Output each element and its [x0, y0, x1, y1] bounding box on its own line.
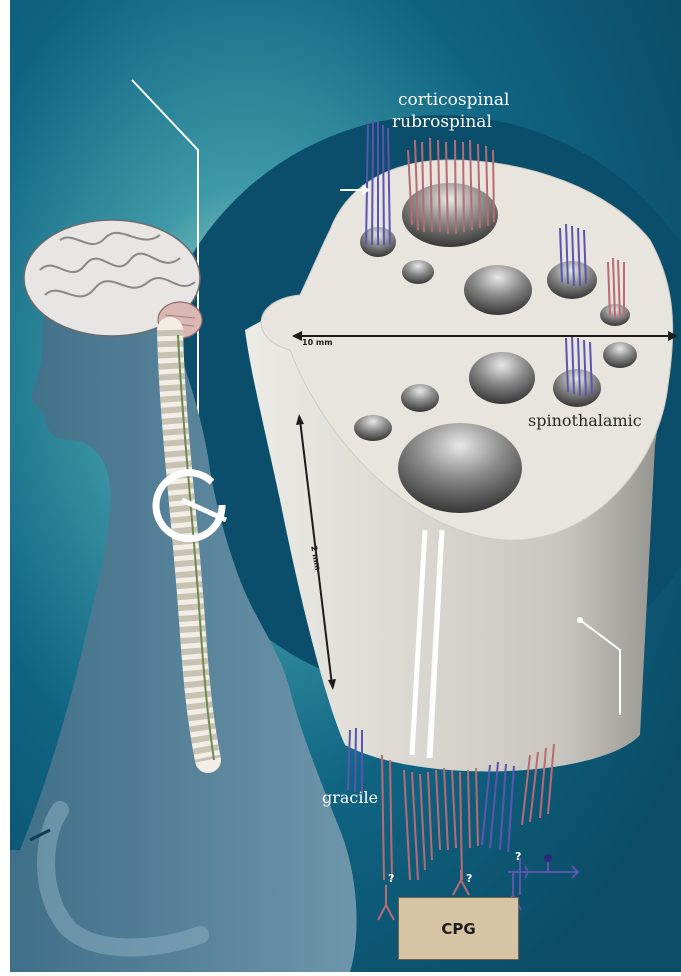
left-margin: [0, 0, 10, 972]
cpg-label: CPG: [441, 920, 475, 938]
width-scale-label: 10 mm: [302, 338, 333, 347]
question-mark-3: ?: [515, 850, 521, 863]
corticospinal-label: corticospinal: [398, 92, 509, 110]
rubrospinal-label: rubrospinal: [392, 114, 492, 132]
question-mark-2: ?: [466, 872, 472, 885]
spinothalamic-label: spinothalamic: [528, 413, 642, 430]
cpg-box: CPG: [398, 897, 519, 960]
question-mark-1: ?: [388, 872, 394, 885]
gracile-label: gracile: [322, 790, 378, 807]
